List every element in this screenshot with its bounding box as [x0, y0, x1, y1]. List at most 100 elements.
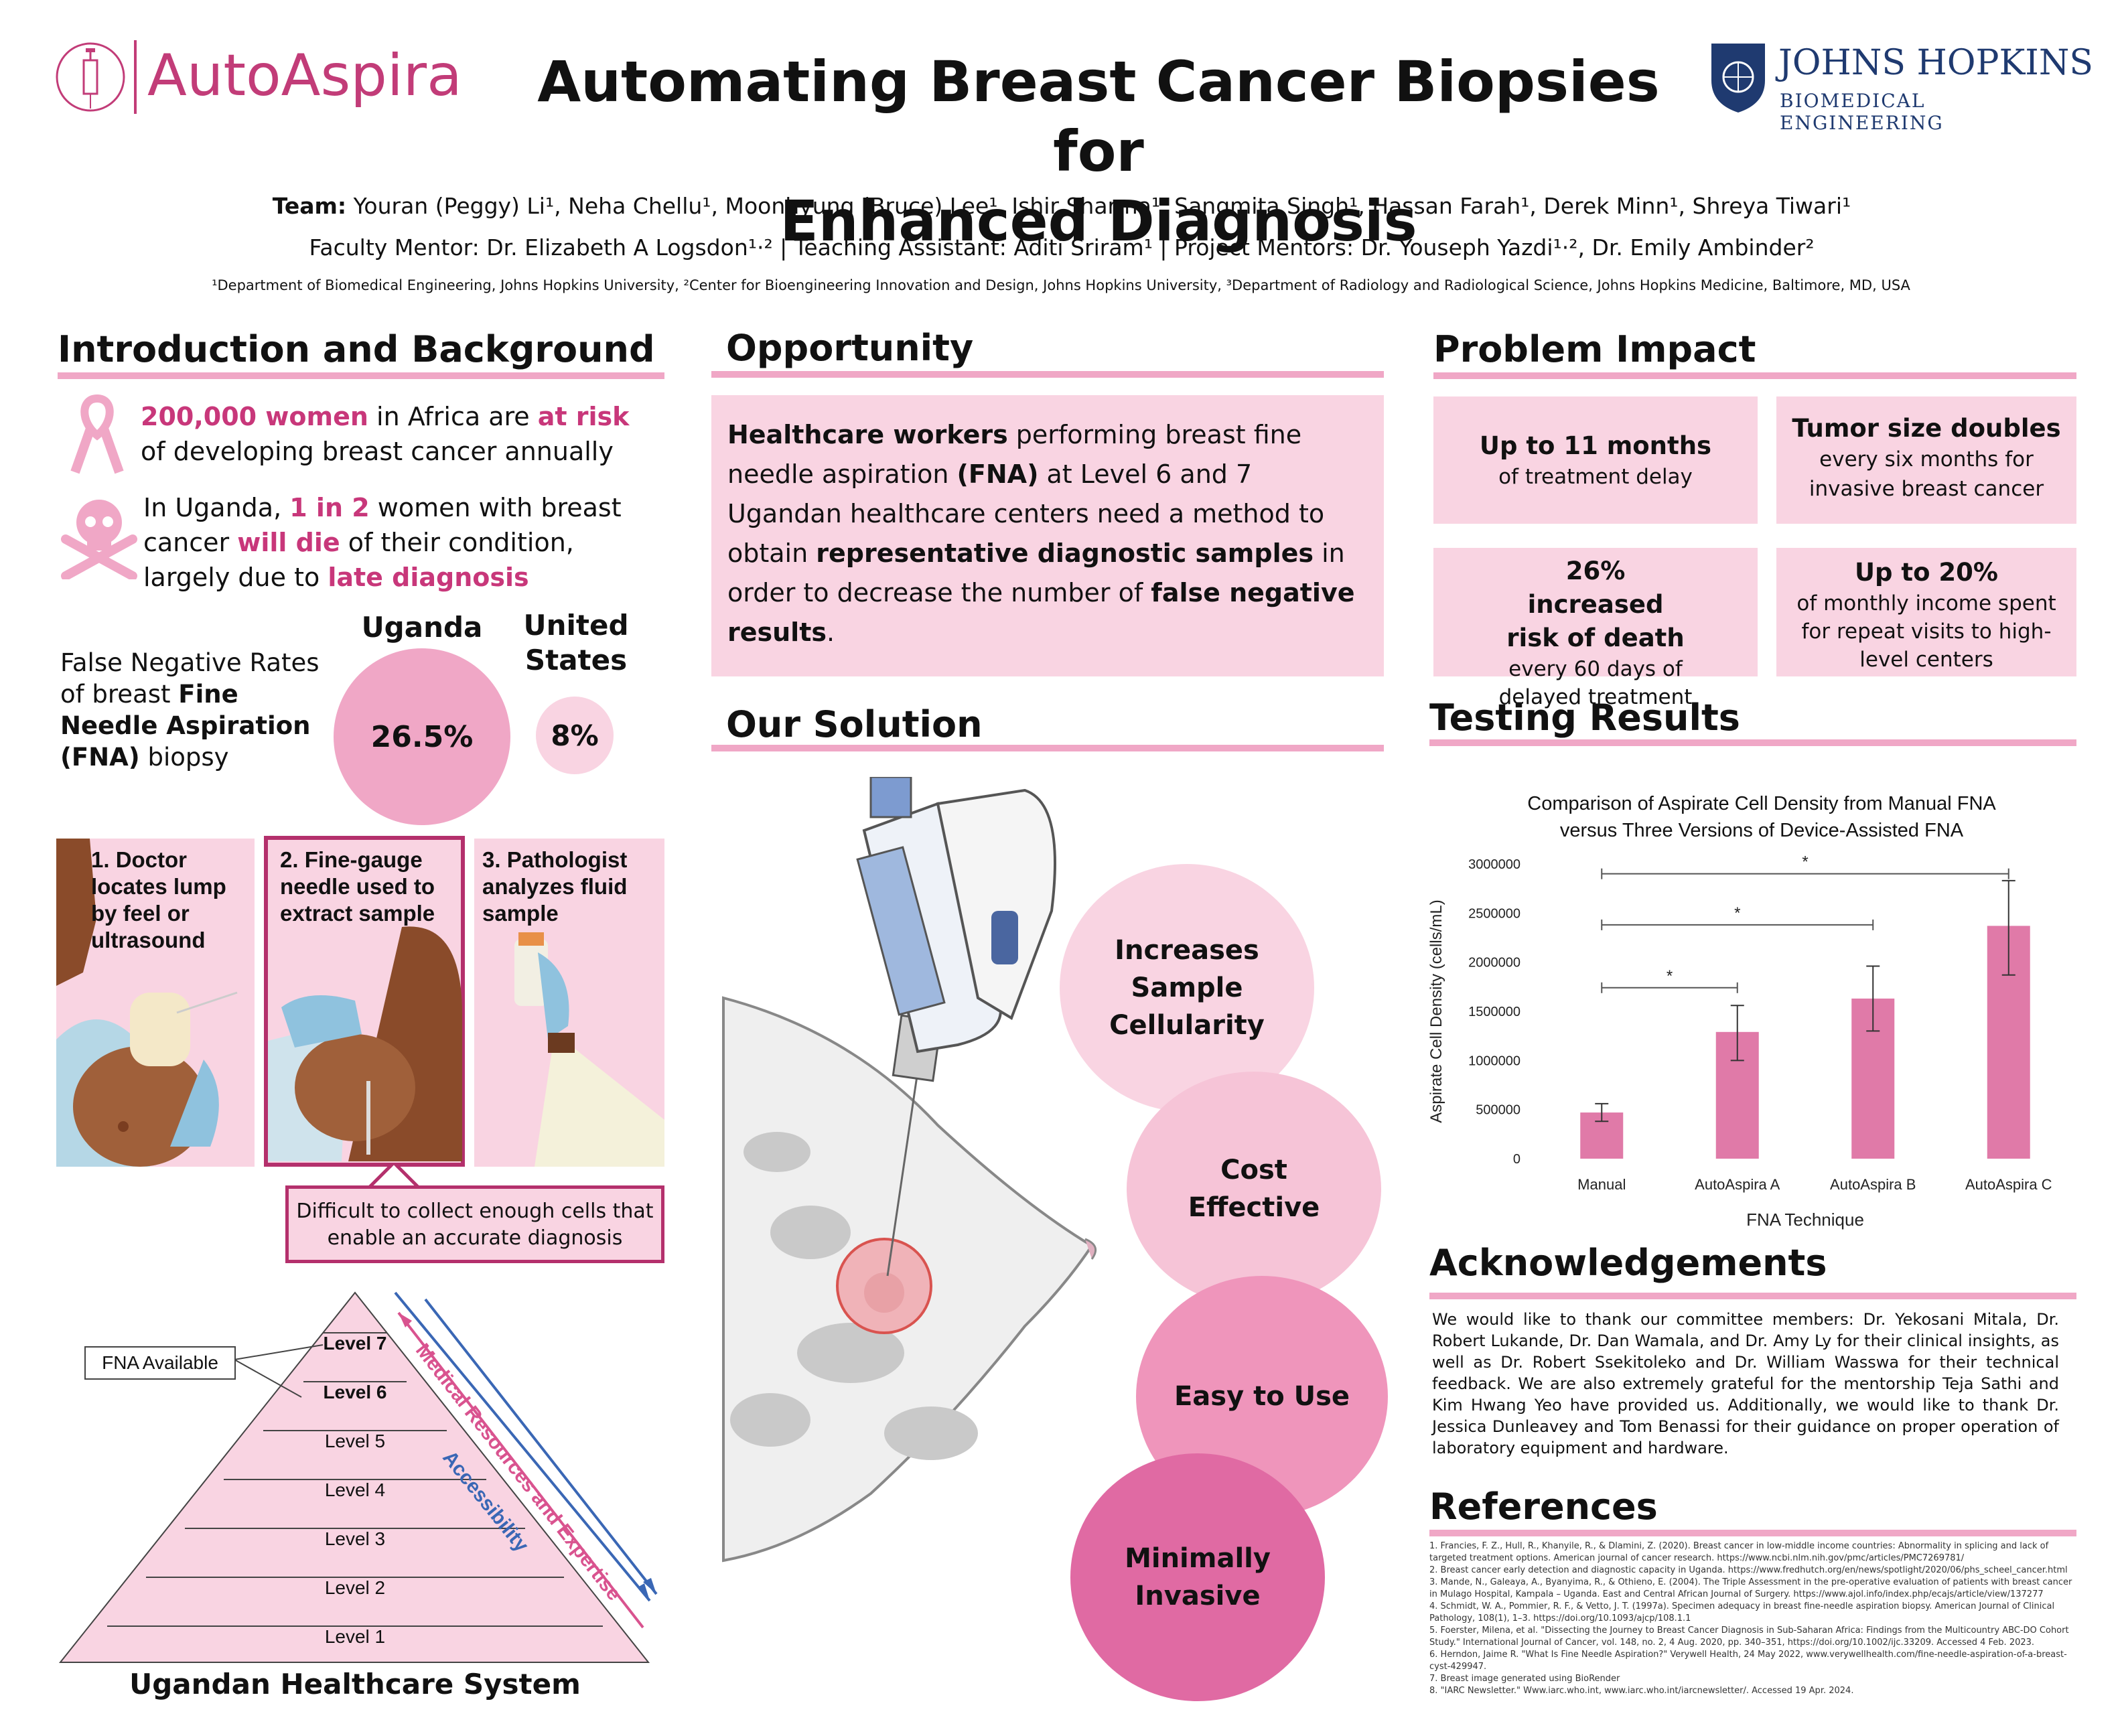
bubble-cellularity-text: Increases Sample Cellularity	[1109, 935, 1265, 1041]
fn-rate-label: False Negative Rates of breast Fine Need…	[60, 648, 320, 772]
y-tick-label: 1500000	[1468, 1005, 1520, 1019]
bubble-cost-text: Cost Effective	[1188, 1155, 1320, 1223]
jhu-name: JOHNS HOPKINS	[1778, 43, 2093, 83]
healthcare-pyramid	[58, 1291, 658, 1663]
step-1-text: 1. Doctor locates lump by feel or ultras…	[91, 847, 226, 952]
impact-card-1: Up to 11 months of treatment delay	[1433, 396, 1758, 524]
cell-density-chart: 0 500000 1000000 1500000 2000000 2500000 30000…	[1427, 853, 2052, 1230]
team-line: Team: Youran (Peggy) Li¹, Neha Chellu¹, …	[54, 193, 2070, 219]
us-value: 8%	[551, 719, 599, 752]
bubble-invasive-text: Minimally Invasive	[1125, 1543, 1271, 1611]
intro-stat-1: 200,000 women in Africa are at risk of d…	[141, 402, 630, 466]
affiliations: ¹Department of Biomedical Engineering, J…	[212, 277, 1910, 293]
pyramid-level-4: Level 4	[324, 1479, 386, 1500]
x-tick-label: AutoAspira B	[1830, 1176, 1916, 1193]
team-label: Team:	[272, 193, 347, 219]
mentor-line: Faculty Mentor: Dr. Elizabeth A Logsdon¹…	[309, 234, 1815, 261]
pyramid-level-3: Level 3	[324, 1528, 386, 1549]
ack-title: Acknowledgements	[1429, 1242, 1827, 1284]
needle-illustration-icon	[268, 926, 462, 1161]
refs-title: References	[1429, 1486, 1658, 1528]
logo: AutoAspira	[54, 33, 509, 121]
impact-card-4: Up to 20% of monthly income spent for re…	[1776, 548, 2076, 676]
step-3-text: 3. Pathologist analyzes fluid sample	[482, 847, 628, 926]
solution-title-bar	[711, 745, 1384, 751]
syringe-logo-icon	[56, 42, 125, 112]
fna-available-label: FNA Available	[84, 1346, 236, 1380]
ack-text: We would like to thank our committee mem…	[1432, 1310, 2059, 1457]
chart-title: Comparison of Aspirate Cell Density from…	[1527, 793, 1996, 841]
significance-star: *	[1734, 904, 1740, 922]
title-line-1: Automating Breast Cancer Biopsies for	[537, 49, 1660, 184]
x-tick-label: AutoAspira C	[1965, 1176, 2052, 1193]
pyramid-level-6: Level 6	[323, 1382, 387, 1402]
y-axis-label: Aspirate Cell Density (cells/mL)	[1427, 899, 1445, 1123]
opportunity-box: Healthcare workers performing breast fin…	[711, 395, 1384, 676]
y-tick-label: 0	[1513, 1152, 1520, 1167]
bubble-cost: Cost Effective	[1127, 1072, 1381, 1306]
reference-item: 7. Breast image generated using BioRende…	[1429, 1674, 1620, 1684]
jhu-logo: JOHNS HOPKINS BIOMEDICAL ENGINEERING	[1708, 40, 2097, 134]
ribbon-icon	[70, 394, 124, 474]
bubble-invasive: Minimally Invasive	[1070, 1453, 1325, 1701]
reference-list: 1. Francies, F. Z., Hull, R., Khanyile, …	[1429, 1540, 2072, 1697]
step-2-text: 2. Fine-gauge needle used to extract sam…	[280, 847, 435, 926]
shield-icon	[1711, 44, 1765, 113]
reference-item: 5. Foerster, Milena, et al. "Dissecting …	[1429, 1625, 2069, 1648]
impact-card-3: 26% increased risk of death every 60 day…	[1433, 548, 1758, 709]
step-panel-2: 2. Fine-gauge needle used to extract sam…	[264, 836, 465, 1167]
reference-item: 4. Schmidt, W. A., Pommier, R. F., & Vet…	[1429, 1601, 2055, 1623]
y-tick-label: 500000	[1476, 1103, 1520, 1118]
x-axis-label: FNA Technique	[1746, 1210, 1864, 1230]
pyramid-level-2: Level 2	[324, 1577, 386, 1598]
jhu-dept: BIOMEDICAL ENGINEERING	[1780, 90, 1944, 134]
impact-card-2: Tumor size doubles every six months for …	[1776, 396, 2076, 524]
solution-title: Our Solution	[726, 703, 983, 745]
intro-title-bar	[58, 372, 664, 379]
pathologist-illustration-icon	[514, 932, 664, 1167]
step-panel-3: 3. Pathologist analyzes fluid sample	[474, 839, 664, 1167]
y-tick-label: 3000000	[1468, 857, 1520, 872]
impact-title-bar	[1433, 372, 2076, 379]
difficulty-callout: Difficult to collect enough cells that e…	[285, 1185, 664, 1263]
step-panel-1: 1. Doctor locates lump by feel or ultras…	[56, 839, 255, 1167]
poster-title: Automating Breast Cancer Biopsies for En…	[509, 47, 1688, 256]
intro-title: Introduction and Background	[58, 328, 655, 370]
uganda-value: 26.5%	[370, 719, 474, 754]
y-tick-label: 1000000	[1468, 1054, 1520, 1068]
doctor-illustration-icon	[56, 839, 238, 1167]
team-members: Youran (Peggy) Li¹, Neha Chellu¹, Moonhy…	[353, 193, 1851, 219]
y-tick-label: 2500000	[1468, 906, 1520, 921]
x-tick-label: AutoAspira A	[1695, 1176, 1780, 1193]
reference-item: 3. Mande, N., Galeaya, A., Byanyima, R.,…	[1429, 1577, 2072, 1599]
opportunity-title: Opportunity	[726, 327, 974, 369]
pyramid-level-7: Level 7	[323, 1333, 387, 1354]
significance-star: *	[1667, 967, 1673, 985]
breast-device-illustration	[722, 777, 1097, 1563]
reference-item: 1. Francies, F. Z., Hull, R., Khanyile, …	[1429, 1541, 2049, 1563]
callout-pointer-icon	[367, 1163, 421, 1189]
bubble-easy-text: Easy to Use	[1174, 1381, 1350, 1412]
reference-item: 2. Breast cancer early detection and dia…	[1429, 1565, 2068, 1575]
us-circle: 8%	[536, 697, 614, 774]
testing-title-bar	[1429, 739, 2076, 746]
testing-title: Testing Results	[1429, 697, 1740, 739]
pyramid-level-5: Level 5	[324, 1431, 386, 1451]
reference-item: 6. Herndon, Jaime R. "What Is Fine Needl…	[1429, 1650, 2067, 1672]
pyramid-title: Ugandan Healthcare System	[129, 1668, 581, 1701]
significance-star: *	[1802, 853, 1808, 871]
title-line-2: Enhanced Diagnosis	[780, 188, 1417, 254]
ack-title-bar	[1429, 1293, 2076, 1299]
refs-title-bar	[1429, 1530, 2076, 1536]
reference-item: 8. "IARC Newsletter." Www.iarc.who.int, …	[1429, 1686, 1854, 1696]
intro-stat-2: In Uganda, 1 in 2 women with breast canc…	[143, 493, 622, 592]
logo-text: AutoAspira	[147, 42, 462, 109]
opportunity-title-bar	[711, 371, 1384, 378]
pyramid-level-1: Level 1	[324, 1626, 386, 1647]
us-label: United States	[523, 609, 629, 676]
skull-crossbones-icon	[61, 500, 137, 579]
y-tick-label: 2000000	[1468, 956, 1520, 970]
uganda-label: Uganda	[361, 611, 483, 644]
impact-title: Problem Impact	[1433, 328, 1756, 370]
uganda-circle: 26.5%	[334, 648, 510, 825]
